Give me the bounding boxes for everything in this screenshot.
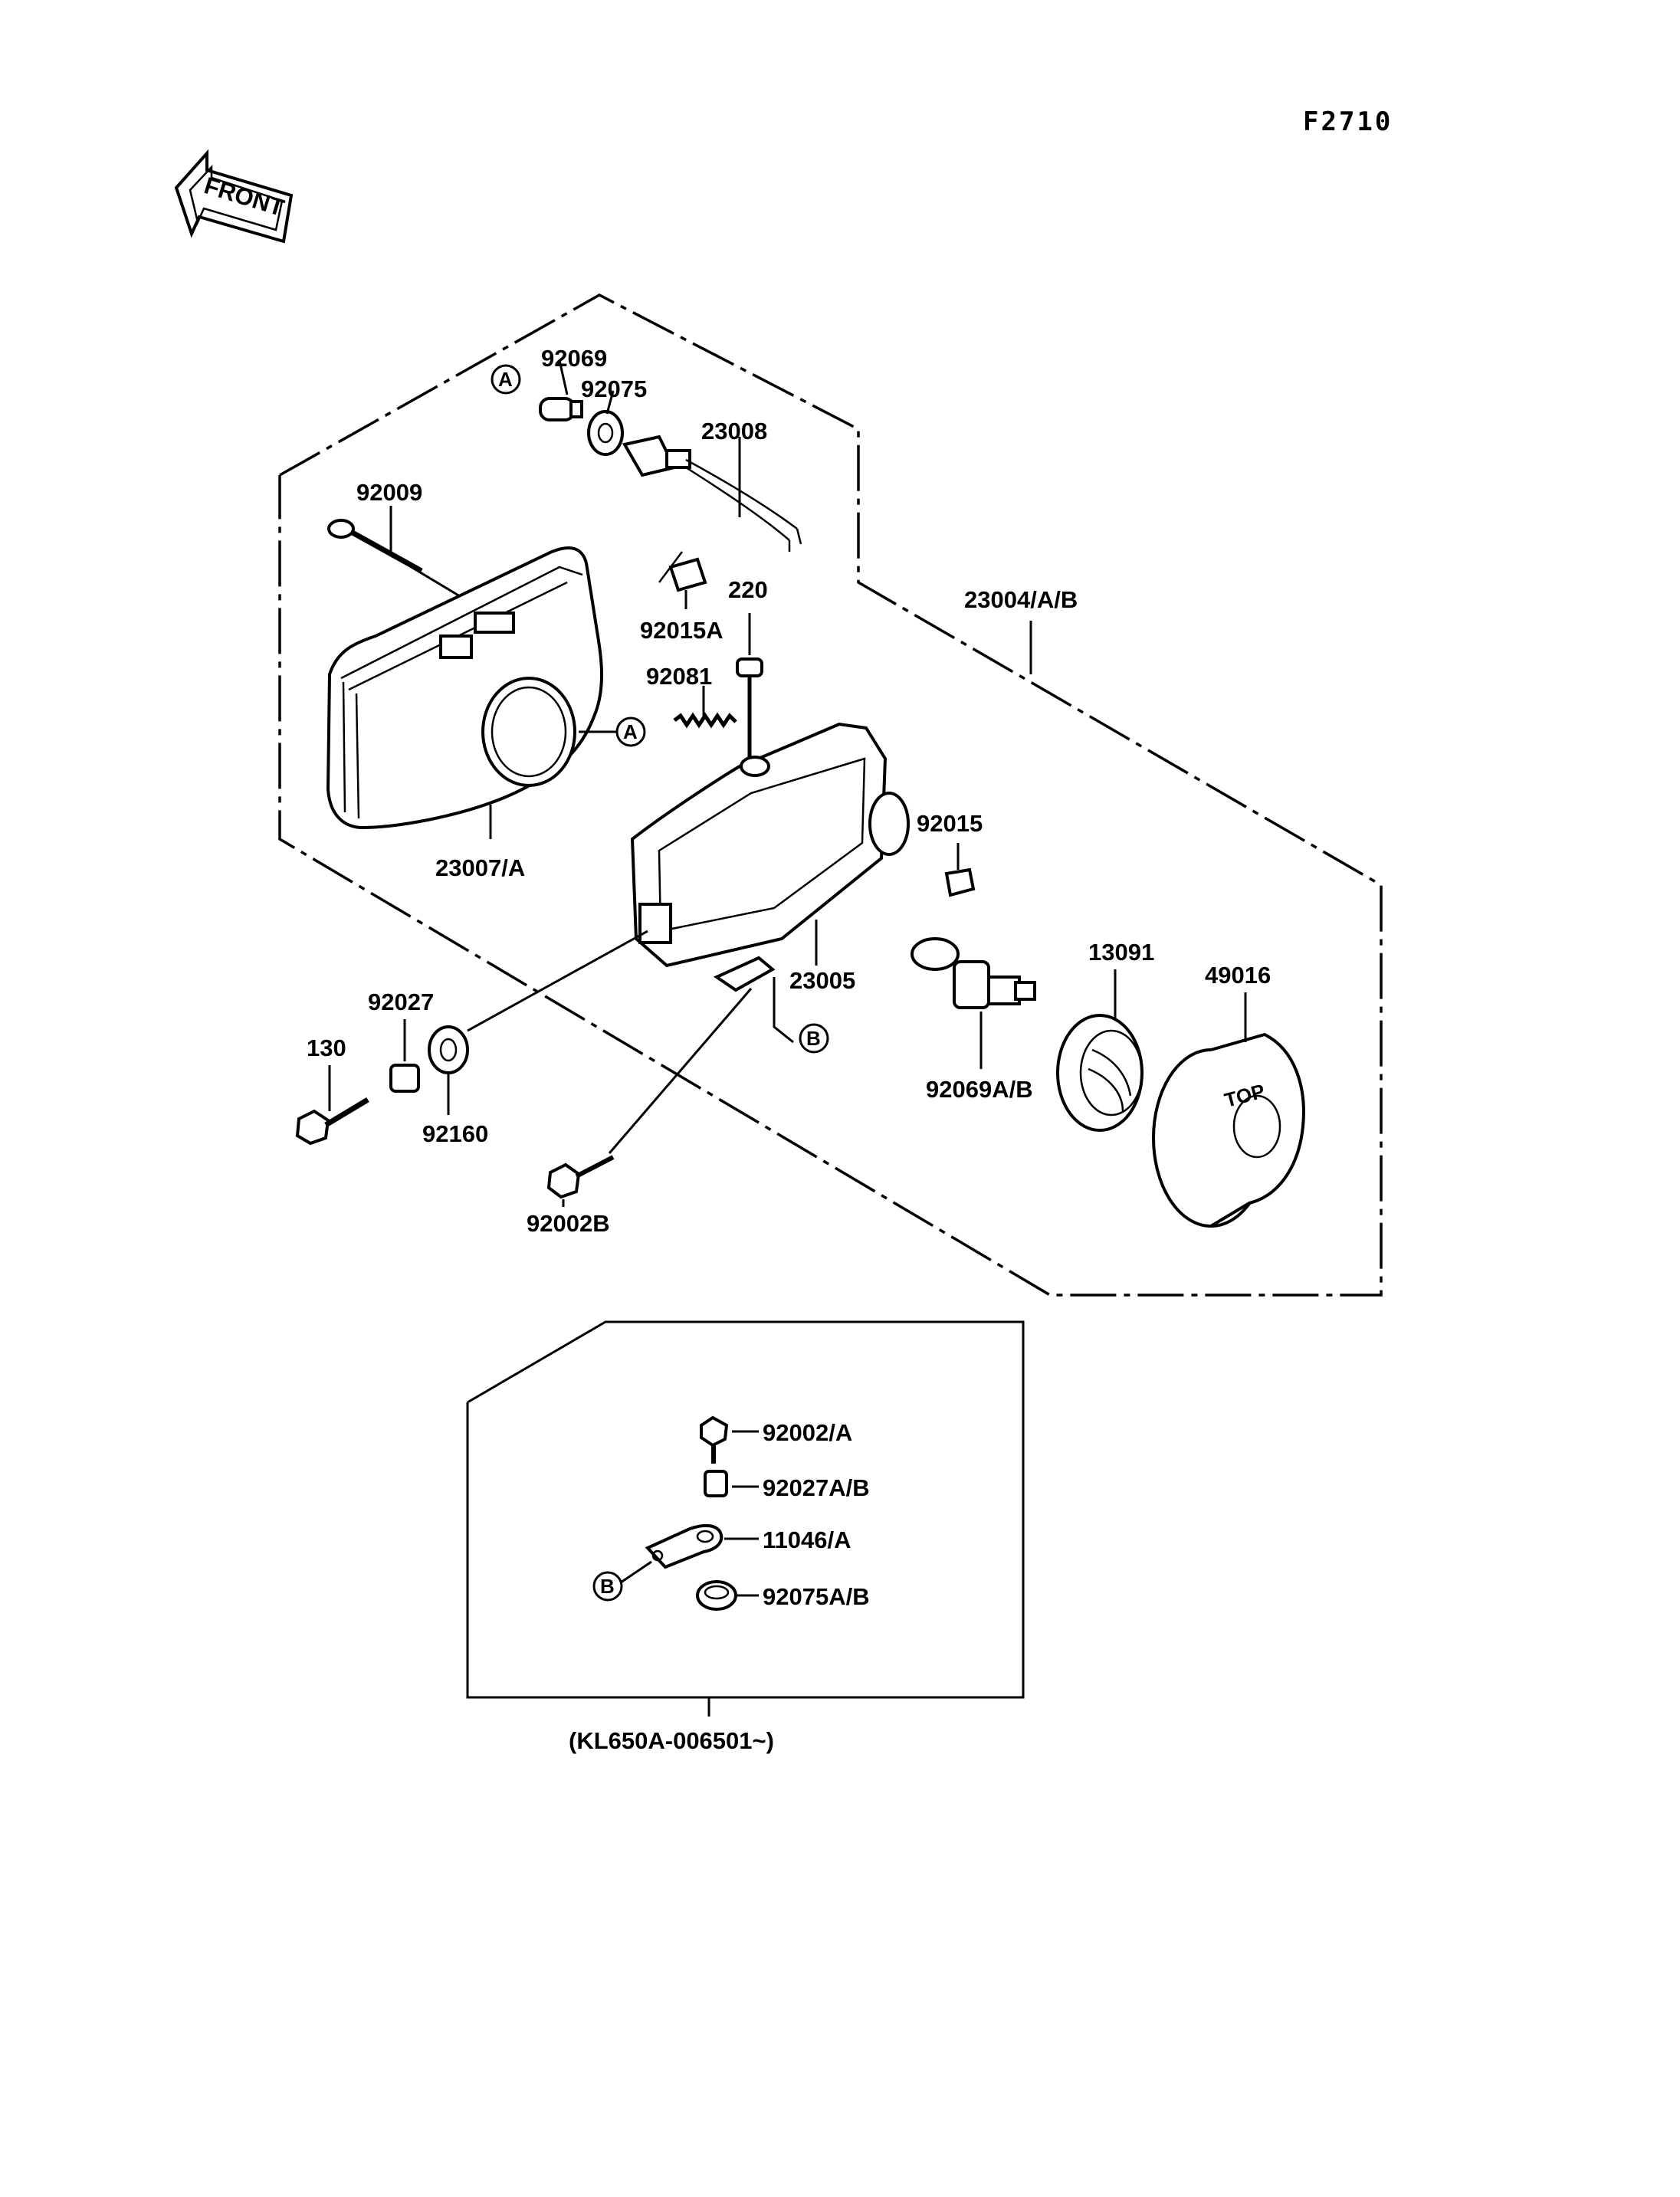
assembly-boundary — [278, 293, 1383, 1297]
grommet-92160 — [428, 1025, 469, 1074]
clip-92015a — [658, 551, 707, 592]
nut-92015 — [944, 867, 976, 897]
inset-label-92027ab: 92027A/B — [763, 1474, 870, 1501]
bulb-92069ab — [911, 937, 1036, 1009]
inset-label-92002a: 92002/A — [763, 1419, 852, 1446]
svg-text:B: B — [600, 1575, 615, 1598]
label-92160: 92160 — [422, 1120, 488, 1147]
label-23008: 23008 — [701, 418, 767, 444]
bulb-92069 — [539, 397, 583, 421]
label-23007-a: 23007/A — [435, 854, 525, 881]
inset-grommet-92075ab — [696, 1580, 737, 1611]
callout-b-main: B — [799, 1023, 829, 1054]
label-92069a-b: 92069A/B — [926, 1076, 1033, 1103]
socket-cover-13091 — [1056, 1014, 1144, 1132]
bolt-92002b — [546, 1155, 615, 1199]
label-92069: 92069 — [541, 345, 607, 372]
label-23005: 23005 — [789, 967, 855, 994]
rubber-cap-49016: TOP — [1152, 1032, 1305, 1228]
callout-b-inset: B — [592, 1571, 623, 1602]
grommet-92075 — [587, 410, 624, 456]
callout-a-mid: A — [615, 716, 646, 747]
svg-text:B: B — [806, 1027, 821, 1050]
label-92002b: 92002B — [527, 1210, 610, 1237]
figure-code: F2710 — [1303, 107, 1393, 137]
inset-label-11046a: 11046/A — [763, 1526, 851, 1553]
label-92027: 92027 — [368, 989, 434, 1015]
svg-text:A: A — [623, 720, 638, 743]
svg-text:A: A — [498, 368, 513, 391]
serial-note: (KL650A-006501~) — [569, 1727, 774, 1754]
label-13091: 13091 — [1088, 939, 1154, 966]
bolt-130 — [295, 1097, 369, 1146]
spring-92081 — [673, 712, 737, 729]
screw-220 — [736, 657, 763, 759]
inset-boundary — [466, 1320, 1025, 1699]
headlight-lens-23007 — [326, 546, 603, 830]
label-92075: 92075 — [581, 375, 647, 402]
label-92015: 92015 — [917, 810, 983, 837]
callout-a-top: A — [491, 364, 521, 395]
socket-23008 — [622, 434, 802, 552]
inset-label-92075ab: 92075A/B — [763, 1583, 870, 1610]
label-49016: 49016 — [1205, 962, 1271, 989]
headlight-frame-23005 — [630, 722, 910, 992]
inset-collar-92027ab — [704, 1470, 728, 1497]
label-130: 130 — [307, 1035, 346, 1061]
label-92009: 92009 — [356, 479, 422, 506]
label-23004-a-b: 23004/A/B — [964, 586, 1078, 613]
label-220: 220 — [728, 576, 768, 603]
collar-92027 — [389, 1064, 420, 1093]
front-arrow-icon: FRONT — [174, 149, 294, 244]
label-92081: 92081 — [646, 663, 712, 690]
inset-bracket-11046a — [645, 1523, 724, 1569]
inset-bolt-92002a — [700, 1415, 729, 1464]
bracket-b-leader — [773, 977, 794, 1044]
screw-92009 — [327, 519, 423, 574]
label-92015a: 92015A — [640, 617, 724, 644]
